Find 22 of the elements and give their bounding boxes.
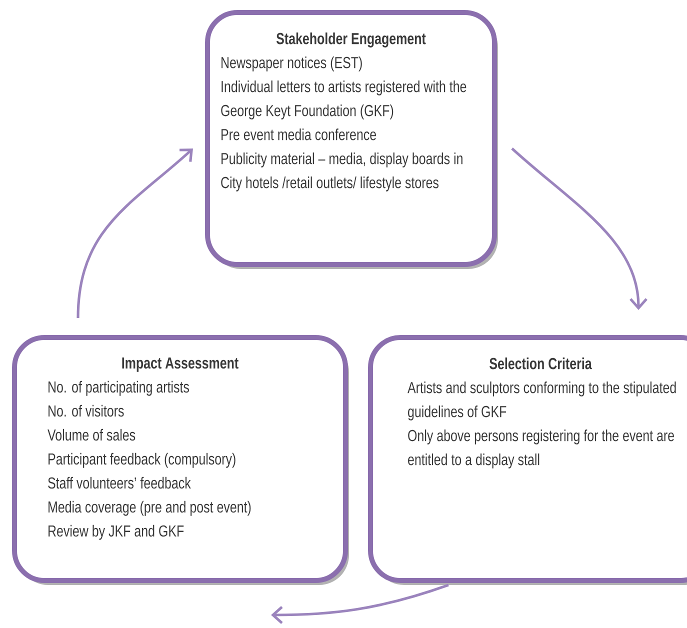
arrow: [271, 584, 449, 624]
list-item: Media coverage (pre and post event): [48, 500, 251, 516]
box-heading: Impact Assessment: [122, 358, 238, 372]
list-item: Volume of sales: [48, 428, 136, 441]
list-item: No. of participating artists: [48, 380, 189, 396]
list-item: Only above persons registering for the event are entitled to a display stall: [408, 430, 674, 468]
list-item: Individual letters to artists registered with the George Keyt Foundation (GKF): [221, 80, 466, 120]
list-item: No. of visitors: [48, 404, 124, 417]
box-heading: Stakeholder Engagement: [276, 32, 426, 48]
arrow: [76, 148, 193, 318]
list-item: Pre event media conference: [222, 128, 376, 140]
list-item: Artists and sculptors conforming to the stipulated guidelines of GKF: [408, 382, 676, 420]
process-box: [205, 10, 498, 269]
arrow: [511, 148, 648, 310]
list-item: Staff volunteers’ feedback: [48, 476, 191, 489]
list-item: Participant feedback (compulsory): [48, 452, 236, 468]
list-item: Newspaper notices (EST): [222, 56, 362, 72]
box-heading: Selection Criteria: [490, 358, 592, 370]
list-item: Publicity material – media, display boards in City hotels /retail outlets/ lifestyle stores: [221, 152, 462, 192]
process-box: [368, 335, 687, 585]
list-item: Review by JKF and GKF: [48, 524, 184, 540]
process-box: [12, 335, 349, 585]
